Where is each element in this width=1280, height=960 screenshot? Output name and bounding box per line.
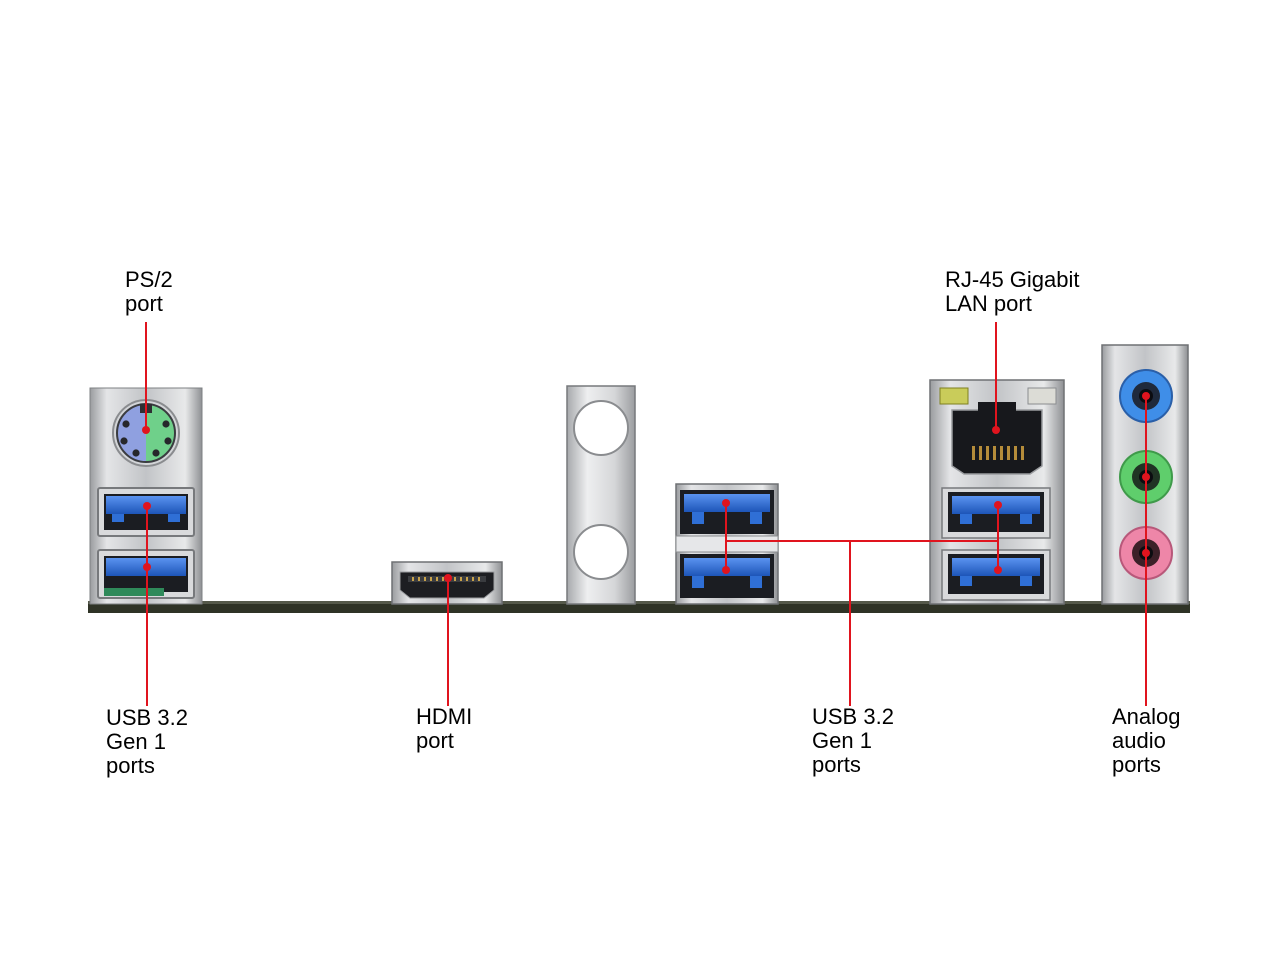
blank-bracket (566, 385, 636, 605)
label-ps2-line2: port (125, 291, 163, 316)
label-usb-right-ports: USB 3.2 Gen 1 ports (812, 705, 894, 777)
usb-a-port-icon (941, 487, 1051, 539)
label-usb-left-line3: ports (106, 753, 155, 778)
label-usb-left-line2: Gen 1 (106, 729, 166, 754)
callout-dot-usb-mid-top (722, 499, 730, 507)
callout-dot-usb-lan-top (994, 501, 1002, 509)
lan-led-right (1027, 387, 1057, 405)
callout-dot-audio-pink (1142, 549, 1150, 557)
usb-a-port-icon (941, 549, 1051, 601)
label-rj45-line1: RJ-45 Gigabit (945, 267, 1080, 292)
pcb-edge-highlight (88, 601, 1190, 604)
callout-dot-usb-left-bottom (143, 563, 151, 571)
callout-dot-audio-blue (1142, 392, 1150, 400)
label-hdmi-port: HDMI port (416, 705, 472, 753)
callout-dot-hdmi (444, 574, 452, 582)
label-usb-right-line1: USB 3.2 (812, 704, 894, 729)
callout-dot-usb-mid-bottom (722, 566, 730, 574)
label-hdmi-line2: port (416, 728, 454, 753)
label-analog-audio-ports: Analog audio ports (1112, 705, 1181, 777)
label-ps2-port: PS/2 port (125, 268, 173, 316)
callout-dot-rj45 (992, 426, 1000, 434)
label-audio-line2: audio (1112, 728, 1166, 753)
label-usb-left-ports: USB 3.2 Gen 1 ports (106, 706, 188, 778)
callout-lines (145, 322, 1147, 706)
callout-dot-usb-left-top (143, 502, 151, 510)
label-usb-right-line3: ports (812, 752, 861, 777)
callout-dot-usb-lan-bottom (994, 566, 1002, 574)
label-hdmi-line1: HDMI (416, 704, 473, 729)
callout-dots (142, 392, 1150, 582)
label-audio-line1: Analog (1112, 704, 1181, 729)
label-usb-right-line2: Gen 1 (812, 728, 872, 753)
label-ps2-line1: PS/2 (125, 267, 173, 292)
callout-dot-ps2 (142, 426, 150, 434)
lan-led-left (939, 387, 969, 405)
label-rj45-line2: LAN port (945, 291, 1032, 316)
label-rj45-port: RJ-45 Gigabit LAN port (945, 268, 1080, 316)
label-usb-left-line1: USB 3.2 (106, 705, 188, 730)
label-audio-line3: ports (1112, 752, 1161, 777)
callout-dot-audio-green (1142, 473, 1150, 481)
